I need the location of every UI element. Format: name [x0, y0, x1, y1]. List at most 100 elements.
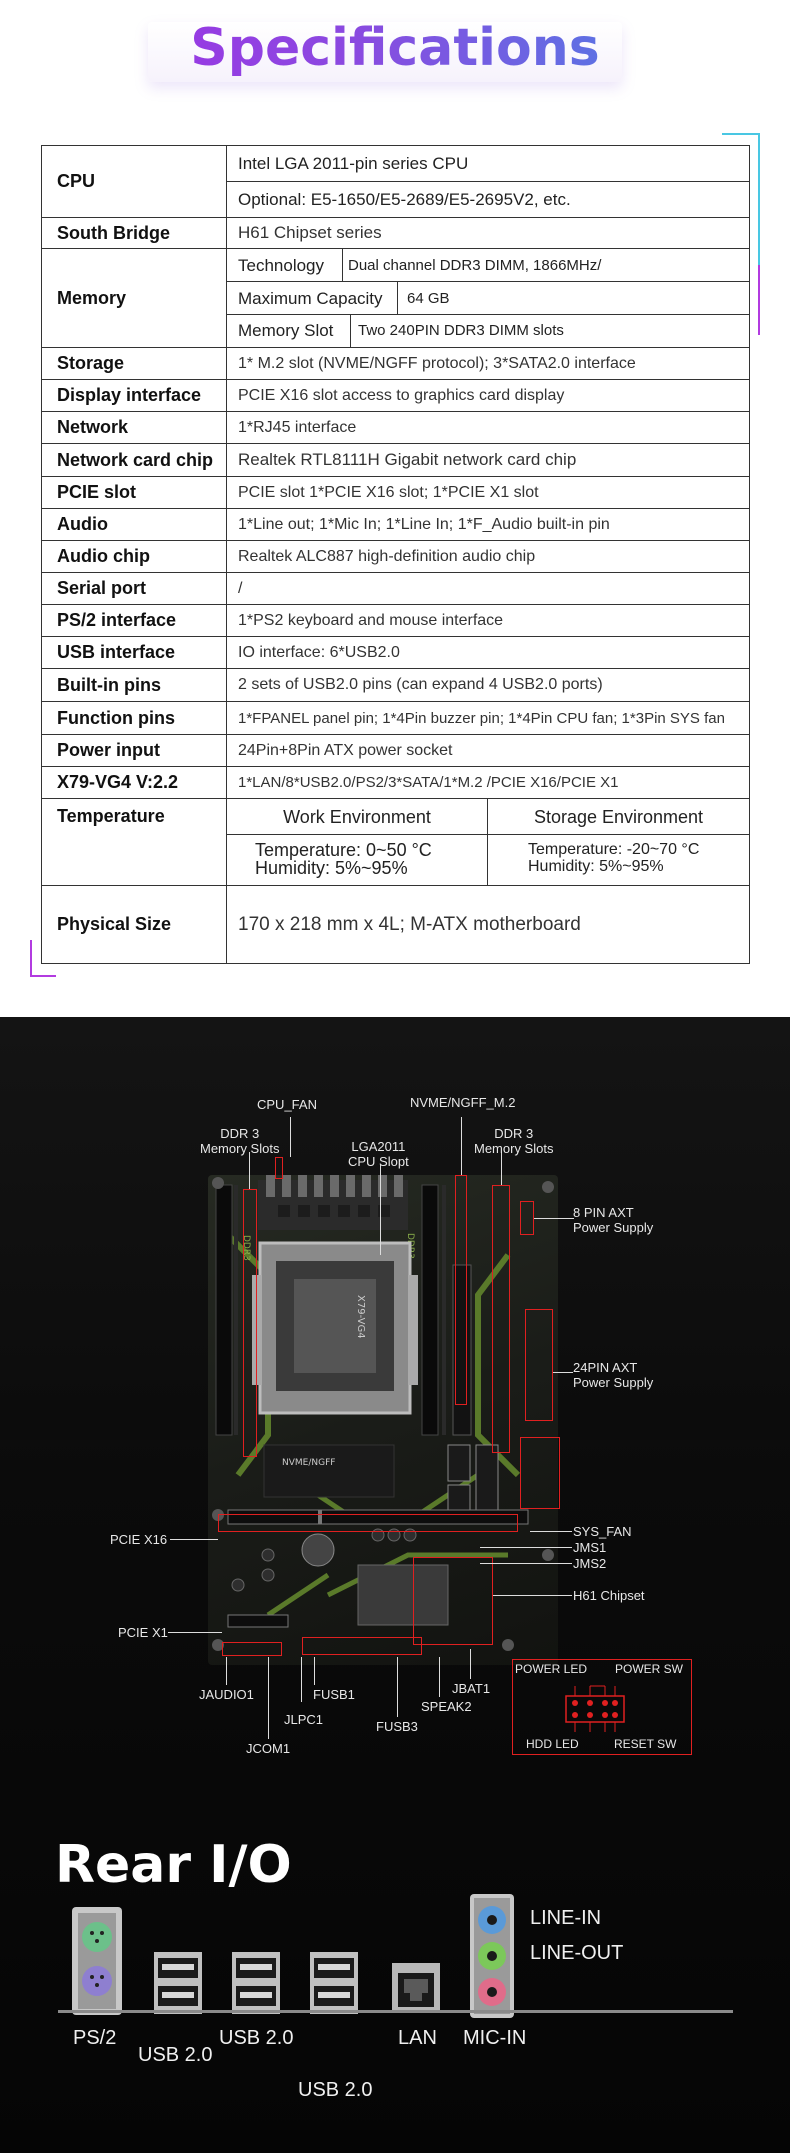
table-row: USB interface IO interface: 6*USB2.0	[41, 636, 750, 669]
pcie-x1-highlight	[222, 1642, 282, 1656]
row-label: Built-in pins	[41, 668, 227, 702]
h61-highlight	[413, 1557, 493, 1645]
row-value: 1*RJ45 interface	[226, 411, 750, 444]
corner-decoration	[30, 940, 56, 977]
row-label: Physical Size	[41, 885, 227, 964]
row-label: Temperature	[41, 798, 227, 886]
label-sys-fan: SYS_FAN	[573, 1524, 632, 1539]
label-jlpc1: JLPC1	[284, 1712, 324, 1727]
row-value: 1* M.2 slot (NVME/NGFF protocol); 3*SATA…	[226, 347, 750, 380]
pcie-x16-highlight	[218, 1514, 518, 1532]
row-value: 1*Line out; 1*Mic In; 1*Line In; 1*F_Aud…	[226, 508, 750, 541]
table-row: Memory Technology Dual channel DDR3 DIMM…	[41, 248, 750, 348]
lan-port-icon	[392, 1963, 440, 2013]
row-label: Memory	[41, 248, 227, 348]
label-mic-in: MIC-IN	[463, 2027, 527, 2049]
label-hdd-led: HDD LED	[526, 1737, 579, 1751]
label-jcom1: JCOM1	[246, 1741, 291, 1756]
label-usb-b: USB 2.0	[219, 2027, 294, 2049]
label-reset-sw: RESET SW	[614, 1737, 677, 1751]
ps2-port-icon	[72, 1907, 122, 2015]
front-panel-diagram	[512, 1659, 692, 1755]
title-band	[148, 22, 622, 82]
memory-capacity: Maximum Capacity 64 GB	[227, 282, 749, 315]
label-usb-c: USB 2.0	[298, 2079, 373, 2101]
storage-env-header: Storage Environment	[533, 807, 704, 827]
label-fusb3: FUSB3	[376, 1719, 418, 1734]
silk-nvme: NVME/NGFF	[282, 1458, 335, 1468]
work-env-values: Temperature: 0~50 °C Humidity: 5%~95%	[227, 835, 488, 885]
row-value: H61 Chipset series	[226, 217, 750, 249]
table-row: Network card chip Realtek RTL8111H Gigab…	[41, 443, 750, 477]
table-row: X79-VG4 V:2.2 1*LAN/8*USB2.0/PS2/3*SATA/…	[41, 766, 750, 799]
memory-slot: Memory Slot Two 240PIN DDR3 DIMM slots	[227, 315, 749, 347]
table-row: Audio 1*Line out; 1*Mic In; 1*Line In; 1…	[41, 508, 750, 541]
silk-model: X79-VG4	[355, 1295, 366, 1339]
row-value: PCIE slot 1*PCIE X16 slot; 1*PCIE X1 slo…	[226, 476, 750, 509]
work-env-header: Work Environment	[227, 799, 488, 834]
row-label: Network	[41, 411, 227, 444]
row-value: PCIE X16 slot access to graphics card di…	[226, 379, 750, 412]
table-row: Display interface PCIE X16 slot access t…	[41, 379, 750, 412]
label-h61: H61 Chipset	[573, 1588, 645, 1603]
nvme-highlight	[455, 1175, 467, 1405]
label-ddr-left: DDR 3 Memory Slots	[200, 1126, 280, 1156]
table-row: Power input 24Pin+8Pin ATX power socket	[41, 734, 750, 767]
row-value: IO interface: 6*USB2.0	[226, 636, 750, 669]
corner-decoration	[722, 133, 760, 335]
row-value: 170 x 218 mm x 4L; M-ATX motherboard	[226, 885, 750, 964]
label-lan: LAN	[398, 2027, 437, 2049]
row-label: Power input	[41, 734, 227, 767]
label-ps2: PS/2	[73, 2027, 117, 2049]
label-power-sw: POWER SW	[615, 1662, 683, 1676]
label-nvme: NVME/NGFF_M.2	[410, 1095, 516, 1110]
row-value: 24Pin+8Pin ATX power socket	[226, 734, 750, 767]
row-label: Audio chip	[41, 540, 227, 573]
row-label: Audio	[41, 508, 227, 541]
usb-port-icon	[232, 1952, 280, 2014]
rear-io-title: Rear I/O	[55, 1835, 292, 1895]
table-row: Network 1*RJ45 interface	[41, 411, 750, 444]
label-jaudio1: JAUDIO1	[199, 1687, 254, 1702]
board-section: DDR3 DDR3 X79-VG4	[0, 1017, 790, 2153]
label-ddr-right: DDR 3 Memory Slots	[474, 1126, 554, 1156]
row-label: X79-VG4 V:2.2	[41, 766, 227, 799]
pin8-highlight	[520, 1201, 534, 1235]
label-cpu-fan: CPU_FAN	[257, 1097, 317, 1112]
label-pcie-x1: PCIE X1	[118, 1625, 168, 1640]
table-row: Audio chip Realtek ALC887 high-definitio…	[41, 540, 750, 573]
table-row: Function pins 1*FPANEL panel pin; 1*4Pin…	[41, 701, 750, 735]
storage-env-values: Temperature: -20~70 °C Humidity: 5%~95%	[528, 841, 700, 875]
table-row: Temperature Work Environment Storage Env…	[41, 798, 750, 886]
sata-highlight	[520, 1437, 560, 1509]
front-panel-pins	[565, 1685, 625, 1732]
silk-ddr3-left: DDR3	[241, 1235, 251, 1261]
cpu-line-2: Optional: E5-1650/E5-2689/E5-2695V2, etc…	[238, 190, 571, 209]
table-row: Storage 1* M.2 slot (NVME/NGFF protocol)…	[41, 347, 750, 380]
label-jbat1: JBAT1	[452, 1681, 491, 1696]
row-value: 1*PS2 keyboard and mouse interface	[226, 604, 750, 637]
page-title: Specifications	[0, 18, 790, 78]
pin24-highlight	[525, 1309, 553, 1421]
headers-highlight	[302, 1637, 422, 1655]
label-pcie-x16: PCIE X16	[110, 1532, 168, 1547]
row-label: PCIE slot	[41, 476, 227, 509]
label-line-out: LINE-OUT	[530, 1942, 624, 1964]
memory-technology: Technology Dual channel DDR3 DIMM, 1866M…	[227, 249, 749, 282]
row-label: Network card chip	[41, 443, 227, 477]
label-jms2: JMS2	[573, 1556, 607, 1571]
spec-table: CPU Intel LGA 2011-pin series CPU Option…	[41, 145, 750, 964]
label-fusb1: FUSB1	[313, 1687, 355, 1702]
row-value: /	[226, 572, 750, 605]
table-row: South Bridge H61 Chipset series	[41, 217, 750, 249]
ddr-right-highlight	[492, 1185, 510, 1453]
label-line-in: LINE-IN	[530, 1907, 602, 1929]
label-jms1: JMS1	[573, 1540, 607, 1555]
row-label: PS/2 interface	[41, 604, 227, 637]
ddr-left-highlight	[243, 1189, 257, 1457]
table-row: CPU Intel LGA 2011-pin series CPU Option…	[41, 145, 750, 218]
table-row: PCIE slot PCIE slot 1*PCIE X16 slot; 1*P…	[41, 476, 750, 509]
usb-port-icon	[310, 1952, 358, 2014]
usb-port-icon	[154, 1952, 202, 2014]
row-value: 2 sets of USB2.0 pins (can expand 4 USB2…	[226, 668, 750, 702]
